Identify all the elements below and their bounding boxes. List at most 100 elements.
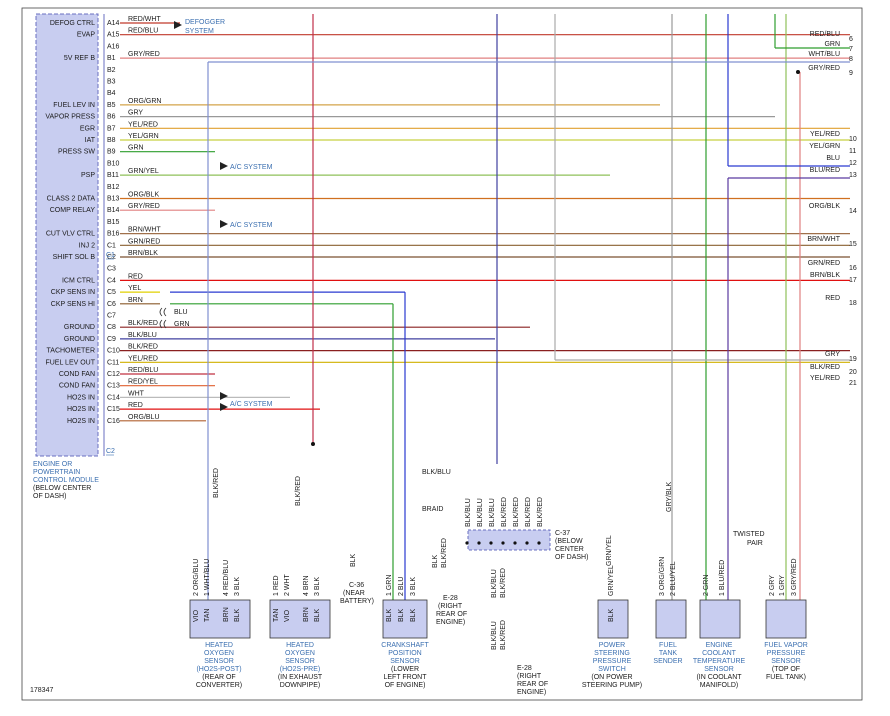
pcm-label: SHIFT SOL B: [53, 254, 96, 261]
component-location: OF ENGINE): [385, 682, 426, 689]
component-lead-label: BRN: [223, 607, 230, 622]
pcm-label: HO2S IN: [67, 418, 95, 425]
right-edge-number: 6: [849, 36, 853, 43]
pcm-label: TACHOMETER: [47, 348, 95, 355]
pin-c11: C11: [107, 359, 119, 366]
right-edge-color: GRY/RED: [808, 65, 840, 72]
c37-pin: [489, 541, 493, 545]
pin-b11: B11: [107, 172, 119, 179]
svg-text:(BELOW: (BELOW: [555, 538, 583, 545]
pcm-label: EVAP: [77, 32, 95, 39]
component-name: POWER: [599, 642, 625, 649]
component-pin-label: 1 GRY: [779, 575, 786, 596]
wire-color-label: GRY/RED: [128, 51, 160, 58]
component-name: STEERING: [594, 650, 630, 657]
c37-pin: [525, 541, 529, 545]
pcm-label: CKP SENS IN: [51, 289, 95, 296]
c37-connector: [467, 529, 551, 551]
right-edge-color: WHT/BLU: [809, 51, 841, 58]
svg-text:REAR OF: REAR OF: [436, 611, 467, 618]
pin-c15: C15: [107, 406, 120, 413]
wire-color-label: ORG/BLU: [128, 414, 160, 421]
svg-text:ENGINE OR: ENGINE OR: [33, 461, 72, 468]
svg-text:BLK/BLU: BLK/BLU: [491, 621, 498, 650]
right-edge-number: 17: [849, 277, 857, 284]
c37-label: C-37 (BELOW CENTER OF DASH): [555, 530, 588, 561]
component-box-1: [269, 599, 331, 639]
pin-b3: B3: [107, 79, 116, 86]
svg-text:C-36: C-36: [349, 582, 364, 589]
diagram-frame: [21, 7, 863, 701]
pcm-label: DEFOG CTRL: [50, 20, 95, 27]
pcm-block: [35, 13, 99, 457]
blkblu-wire-label: BLK/BLU: [422, 469, 451, 476]
grybk-vertical: GRY/BLK: [666, 481, 673, 512]
right-edge-color: BLU: [826, 155, 840, 162]
component-pin-label: 1 WHT/BLU: [204, 559, 211, 596]
component-pin-label: 4 RED/BLU: [223, 560, 230, 596]
defogger-arrow: [174, 21, 182, 29]
right-edge-references: RED/BLU6GRN7WHT/BLU8GRY/RED9YEL/RED10YEL…: [807, 31, 857, 387]
c36-label: C-36 (NEAR BATTERY): [340, 582, 374, 605]
right-edge-number: 20: [849, 369, 857, 376]
wire-color-label: YEL: [128, 285, 141, 292]
ac-arrow-2: [220, 220, 228, 228]
component-pin-label: 2 BLU/YEL: [670, 561, 677, 596]
wire-color-label: RED/BLU: [128, 28, 158, 35]
component-box-0: [189, 599, 251, 639]
c37-pin: [465, 541, 469, 545]
component-name: SENSOR: [204, 658, 234, 665]
component-name: PRESSURE: [767, 650, 806, 657]
component-lead-label: TAN: [204, 609, 211, 622]
pin-a15: A15: [107, 32, 120, 39]
pin-c13: C13: [107, 383, 120, 390]
pcm-label: EGR: [80, 125, 95, 132]
svg-text:C-37: C-37: [555, 530, 570, 537]
pin-b6: B6: [107, 114, 116, 121]
pin-b15: B15: [107, 219, 120, 226]
wire-color-label: BLK/BLU: [128, 332, 157, 339]
right-edge-number: 12: [849, 160, 857, 167]
wire-color-label: BLK/RED: [128, 320, 158, 327]
wire-color-label: GRN/YEL: [128, 168, 159, 175]
pcm-label: FUEL LEV OUT: [45, 359, 95, 366]
wire-color-label: ORG/BLK: [128, 192, 159, 199]
component-pin-label: 3 BLK: [410, 577, 417, 596]
c37-pin: [477, 541, 481, 545]
svg-text:(RIGHT: (RIGHT: [438, 603, 463, 610]
pin-b9: B9: [107, 149, 116, 156]
twisted-pair-label: TWISTED: [733, 531, 765, 538]
component-location: MANIFOLD): [700, 682, 739, 689]
pin-a16: A16: [107, 43, 120, 50]
pcm-label: CLASS 2 DATA: [47, 196, 96, 203]
svg-text:OF DASH): OF DASH): [33, 493, 66, 500]
component-pin-label: GRN/YEL: [608, 565, 615, 596]
right-edge-color: RED: [825, 295, 840, 302]
svg-text:CENTER: CENTER: [555, 546, 584, 553]
component-lead-label: TAN: [273, 609, 280, 622]
right-edge-number: 14: [849, 208, 857, 215]
wire-color-label: RED/WHT: [128, 16, 161, 23]
svg-text:BATTERY): BATTERY): [340, 598, 374, 605]
component-name: (HO2S-PRE): [280, 666, 320, 673]
component-lead-label: VIO: [284, 609, 291, 622]
component-lead-label: BLK: [386, 608, 393, 622]
pcm-label: VAPOR PRESS: [45, 114, 95, 121]
component-name: HEATED: [205, 642, 233, 649]
svg-text:ENGINE): ENGINE): [436, 619, 465, 626]
component-name: SENSOR: [285, 658, 315, 665]
c37-wire-label: BLK/RED: [501, 497, 508, 527]
c37-wire-label: BLK/BLU: [489, 498, 496, 527]
svg-text:E-28: E-28: [517, 665, 532, 672]
wire-color-label: RED/YEL: [128, 379, 158, 386]
svg-text:SYSTEM: SYSTEM: [185, 28, 214, 35]
ac-system-label-1: A/C SYSTEM: [230, 164, 273, 171]
component-pin-label: 2 WHT: [284, 574, 291, 597]
right-edge-color: YEL/RED: [810, 375, 840, 382]
component-pin-label: 3 BLK: [314, 577, 321, 596]
svg-text:OF DASH): OF DASH): [555, 554, 588, 561]
svg-text:BLK/RED: BLK/RED: [500, 568, 507, 598]
